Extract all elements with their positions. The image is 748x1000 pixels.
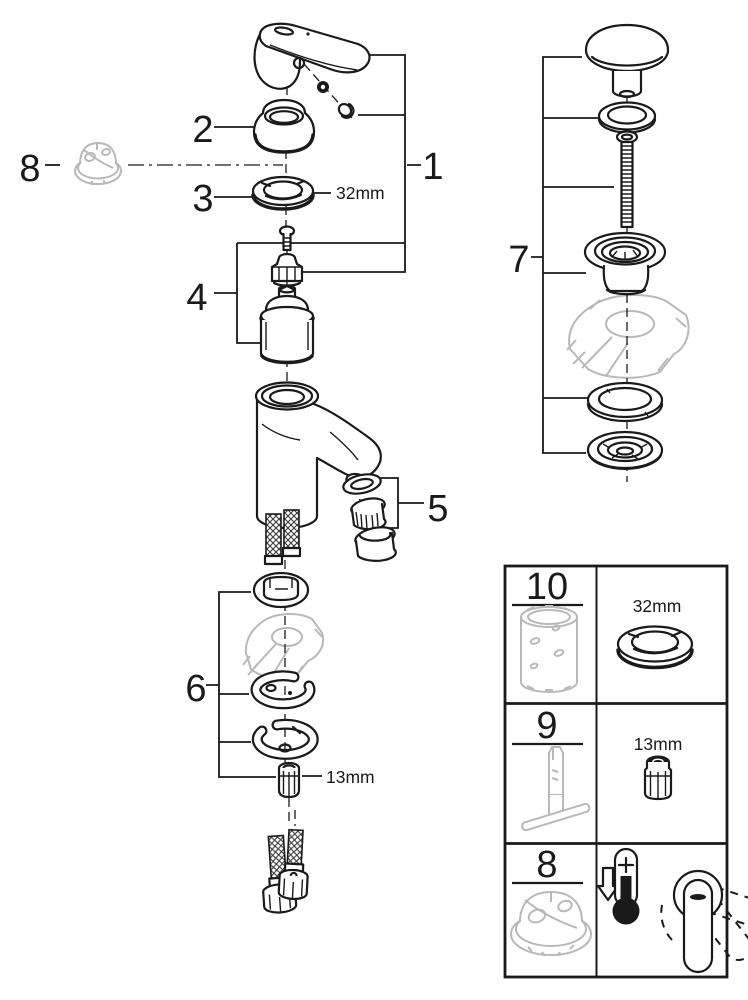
legend-num-8: 8 <box>536 844 557 886</box>
callout-label-3: 3 <box>192 178 213 220</box>
callout-bracket-1 <box>300 54 421 273</box>
legend-size-32mm: 32mm <box>633 596 682 616</box>
mounting-ring-part3 <box>251 175 315 211</box>
legend-num-10: 10 <box>526 566 568 608</box>
callout-bracket-4 <box>214 242 405 344</box>
aerator-washer <box>342 473 382 495</box>
legend-size-13mm: 13mm <box>634 734 683 754</box>
handle-grub-screw <box>317 81 329 93</box>
callout-bracket-7 <box>531 56 614 454</box>
drain-washer <box>597 101 657 134</box>
callout-label-4: 4 <box>186 277 207 319</box>
callout-label-6: 6 <box>185 668 206 710</box>
base-gasket <box>252 571 310 609</box>
callout-label-2: 2 <box>192 109 213 151</box>
drain-flange <box>583 231 667 296</box>
ring-nut-32mm-icon <box>616 625 694 670</box>
legend-box: 10 32mm 9 <box>503 564 748 979</box>
aerator-shell <box>354 526 397 562</box>
dim-label-32mm: 32mm <box>336 183 385 203</box>
supply-hoses-upper <box>263 509 302 566</box>
thermometer-icon <box>612 847 640 925</box>
mounting-crescent-1 <box>250 670 316 710</box>
down-arrow-icon <box>596 866 620 902</box>
callout-bracket-6 <box>206 591 276 778</box>
ghost-basin-small <box>242 613 325 680</box>
cartridge-screw <box>278 225 296 252</box>
handle-lever <box>253 22 371 90</box>
ghost-basin-large <box>566 294 690 379</box>
callout-label-1: 1 <box>422 146 443 188</box>
cartridge-adapter <box>270 252 304 287</box>
mounting-crescent-2 <box>251 718 319 760</box>
limiter-cap-8-icon <box>510 891 592 957</box>
aerator-insert <box>350 497 387 531</box>
legend-num-9: 9 <box>536 705 557 747</box>
cartridge <box>259 284 315 365</box>
hex-nut-13mm-icon <box>643 755 673 801</box>
supply-hoses-lower <box>262 828 309 914</box>
dim-label-13mm: 13mm <box>326 767 375 787</box>
callout-label-8: 8 <box>19 148 40 190</box>
callout-label-7: 7 <box>508 239 529 281</box>
mounting-nut-13mm <box>277 761 301 799</box>
hex-key-icon <box>521 746 591 832</box>
handle-plug <box>337 102 355 119</box>
socket-tool-icon <box>520 605 578 693</box>
drain-locknut <box>586 430 664 470</box>
drain-ring <box>586 381 664 423</box>
drain-screw <box>615 130 639 229</box>
drain-stopper <box>584 23 670 99</box>
limiter-cap-part8 <box>74 142 122 185</box>
callout-label-5: 5 <box>427 488 448 530</box>
dome-cap-part2 <box>252 98 316 154</box>
handle-rotation-icon <box>660 869 748 974</box>
